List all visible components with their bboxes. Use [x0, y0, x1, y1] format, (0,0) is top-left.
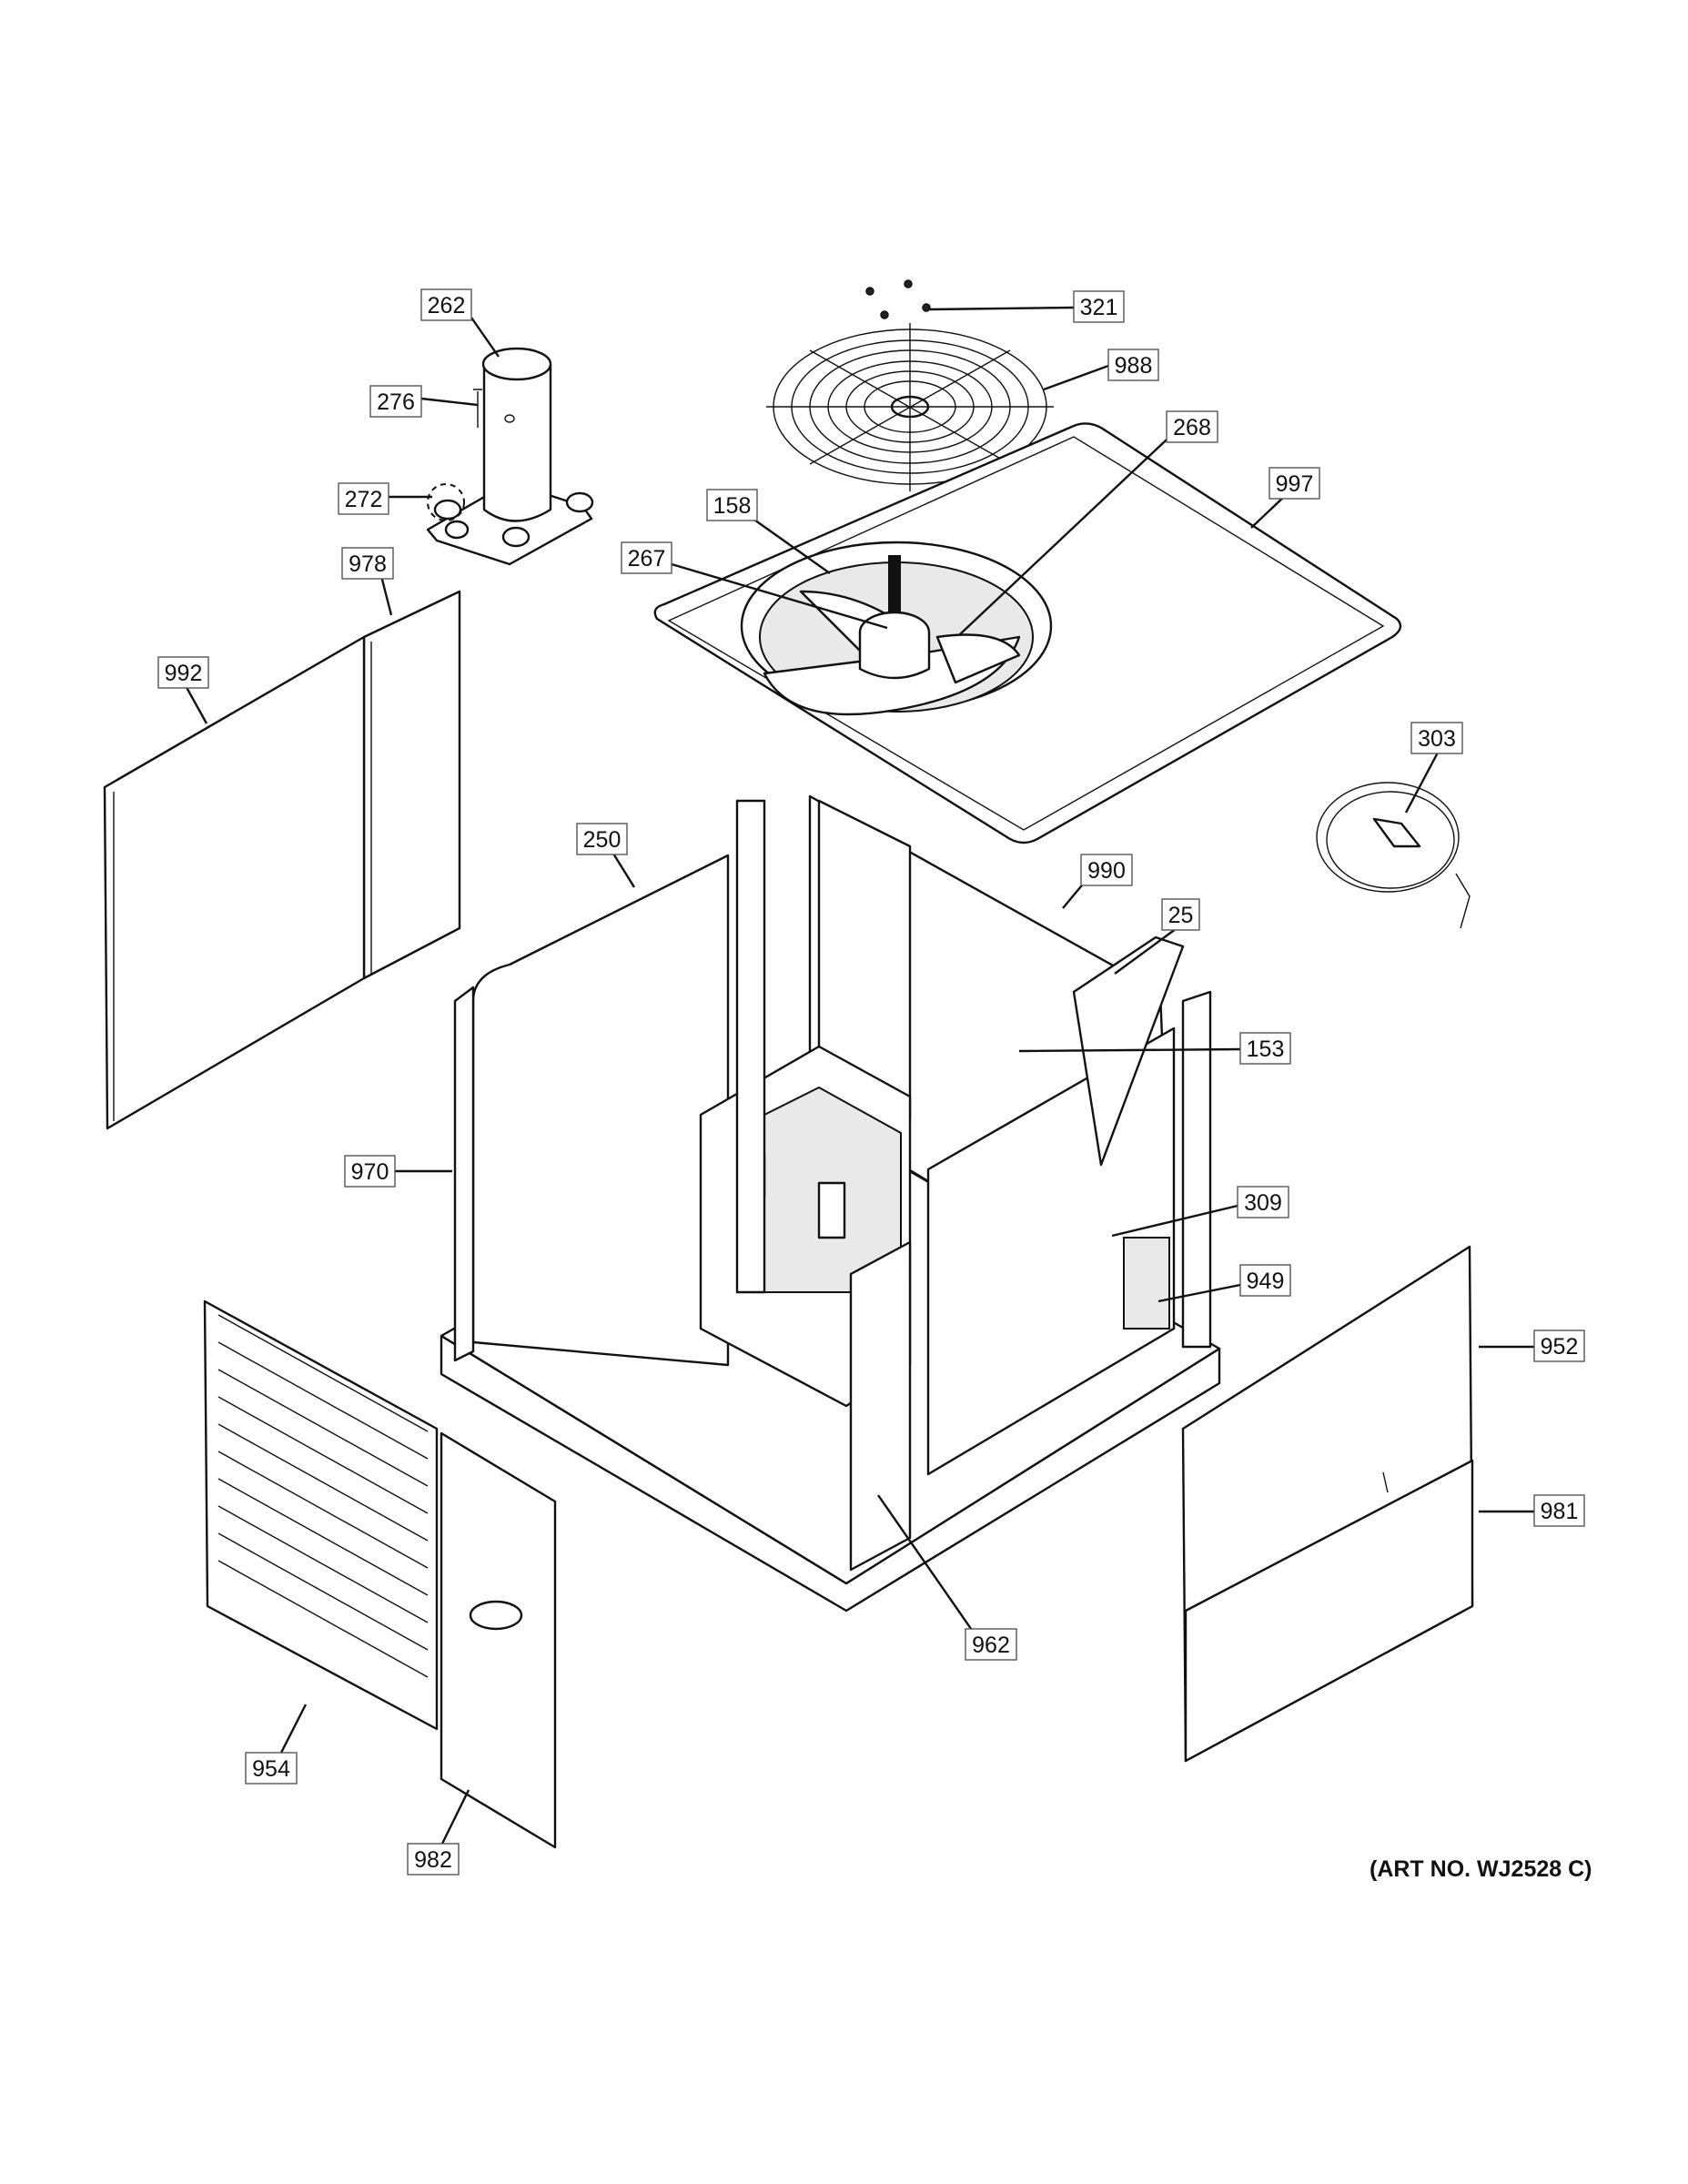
callout-267: 267 [621, 541, 672, 574]
leader-lines [182, 306, 1534, 1845]
leader-978 [379, 575, 393, 616]
leader-997 [1250, 495, 1286, 529]
callout-970: 970 [344, 1155, 396, 1188]
callout-954: 954 [245, 1752, 298, 1785]
svg-text:153: 153 [1247, 1036, 1285, 1062]
top-panel-illustration [653, 422, 1402, 844]
cabinet-base-illustration [440, 794, 1221, 1613]
callout-250: 250 [576, 823, 628, 855]
callout-949: 949 [1239, 1264, 1291, 1297]
leader-153 [1018, 1047, 1241, 1053]
svg-text:981: 981 [1541, 1499, 1579, 1524]
svg-text:982: 982 [414, 1847, 452, 1873]
side-panel-978-illustration [362, 590, 461, 980]
art-number-label: (ART NO. WJ2528 C) [1370, 1856, 1592, 1882]
svg-text:267: 267 [628, 546, 666, 571]
svg-text:158: 158 [713, 493, 752, 519]
svg-text:978: 978 [349, 551, 387, 577]
leader-309 [1111, 1204, 1238, 1238]
callout-158: 158 [706, 489, 758, 521]
leader-25 [1114, 925, 1180, 975]
leader-992 [182, 682, 208, 724]
leader-276 [420, 397, 479, 407]
callout-262: 262 [420, 288, 472, 321]
svg-text:990: 990 [1087, 858, 1126, 884]
wire-harness-illustration [1316, 782, 1471, 929]
svg-text:952: 952 [1541, 1334, 1579, 1360]
svg-text:321: 321 [1080, 295, 1118, 320]
fan-guard-illustration [766, 279, 1054, 491]
callout-303: 303 [1410, 722, 1463, 754]
callout-952: 952 [1533, 1330, 1585, 1362]
callout-25: 25 [1161, 898, 1200, 931]
callout-321: 321 [1073, 290, 1125, 323]
callout-276: 276 [369, 385, 422, 418]
svg-text:268: 268 [1173, 415, 1211, 440]
access-panel-982-illustration [440, 1431, 557, 1849]
svg-text:992: 992 [165, 661, 203, 686]
callout-982: 982 [407, 1843, 460, 1876]
callout-272: 272 [338, 482, 389, 515]
leader-962 [877, 1494, 976, 1636]
callout-981: 981 [1533, 1494, 1585, 1527]
svg-text:949: 949 [1247, 1269, 1285, 1294]
svg-text:276: 276 [377, 389, 415, 415]
leader-321 [929, 306, 1075, 311]
leader-982 [440, 1789, 470, 1845]
callout-988: 988 [1107, 349, 1159, 381]
svg-text:262: 262 [428, 293, 466, 318]
leader-267 [671, 562, 888, 630]
svg-text:962: 962 [972, 1633, 1010, 1658]
louvered-panel-954-illustration [203, 1299, 439, 1731]
leader-262 [470, 317, 500, 358]
side-panel-992-illustration [103, 635, 366, 1130]
leader-954 [279, 1704, 308, 1754]
callout-992: 992 [157, 656, 209, 689]
callout-997: 997 [1269, 467, 1320, 500]
svg-text:970: 970 [351, 1159, 389, 1185]
svg-text:309: 309 [1244, 1190, 1282, 1216]
svg-text:250: 250 [583, 827, 622, 853]
svg-text:997: 997 [1276, 471, 1314, 497]
svg-text:954: 954 [252, 1756, 290, 1782]
leader-250 [612, 853, 636, 888]
callout-268: 268 [1166, 410, 1218, 443]
svg-text:988: 988 [1115, 353, 1153, 379]
callout-978: 978 [341, 547, 394, 580]
svg-text:272: 272 [345, 487, 383, 512]
callout-962: 962 [965, 1628, 1017, 1661]
callout-153: 153 [1239, 1032, 1291, 1065]
compressor-illustration [426, 347, 594, 566]
right-panels-illustration [1181, 1245, 1474, 1763]
leader-303 [1404, 752, 1440, 814]
leader-949 [1157, 1283, 1241, 1303]
leader-268 [959, 426, 1181, 635]
leader-158 [751, 517, 831, 574]
leader-988 [1043, 364, 1109, 391]
callout-990: 990 [1080, 854, 1133, 886]
svg-text:303: 303 [1418, 726, 1456, 752]
svg-text:25: 25 [1168, 903, 1194, 928]
callout-309: 309 [1237, 1186, 1289, 1218]
